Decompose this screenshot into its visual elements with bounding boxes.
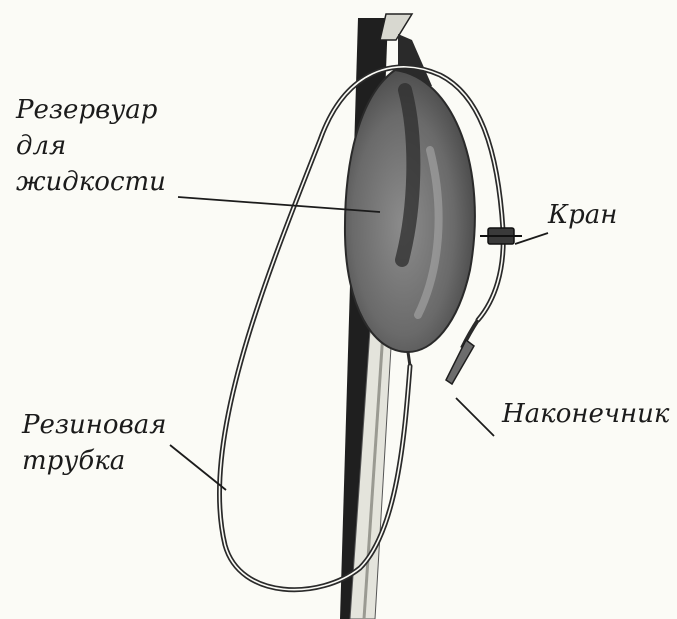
reservoir-bag: [345, 70, 475, 366]
label-reservoir-line-3: жидкости: [16, 164, 166, 200]
leader-nozzle: [456, 398, 494, 436]
label-reservoir-line-1: Резервуар: [16, 92, 166, 128]
label-tube-line-1: Резиновая: [22, 407, 166, 443]
label-nozzle: Наконечник: [502, 396, 669, 432]
label-reservoir: Резервуар для жидкости: [16, 92, 166, 200]
valve-clamp: [480, 228, 522, 244]
leader-tube: [170, 445, 226, 490]
label-tube-line-2: трубка: [22, 443, 166, 479]
leader-valve: [515, 233, 548, 244]
label-valve: Кран: [548, 197, 617, 233]
label-reservoir-line-2: для: [16, 128, 166, 164]
nozzle: [446, 320, 478, 384]
label-tube: Резиновая трубка: [22, 407, 166, 479]
